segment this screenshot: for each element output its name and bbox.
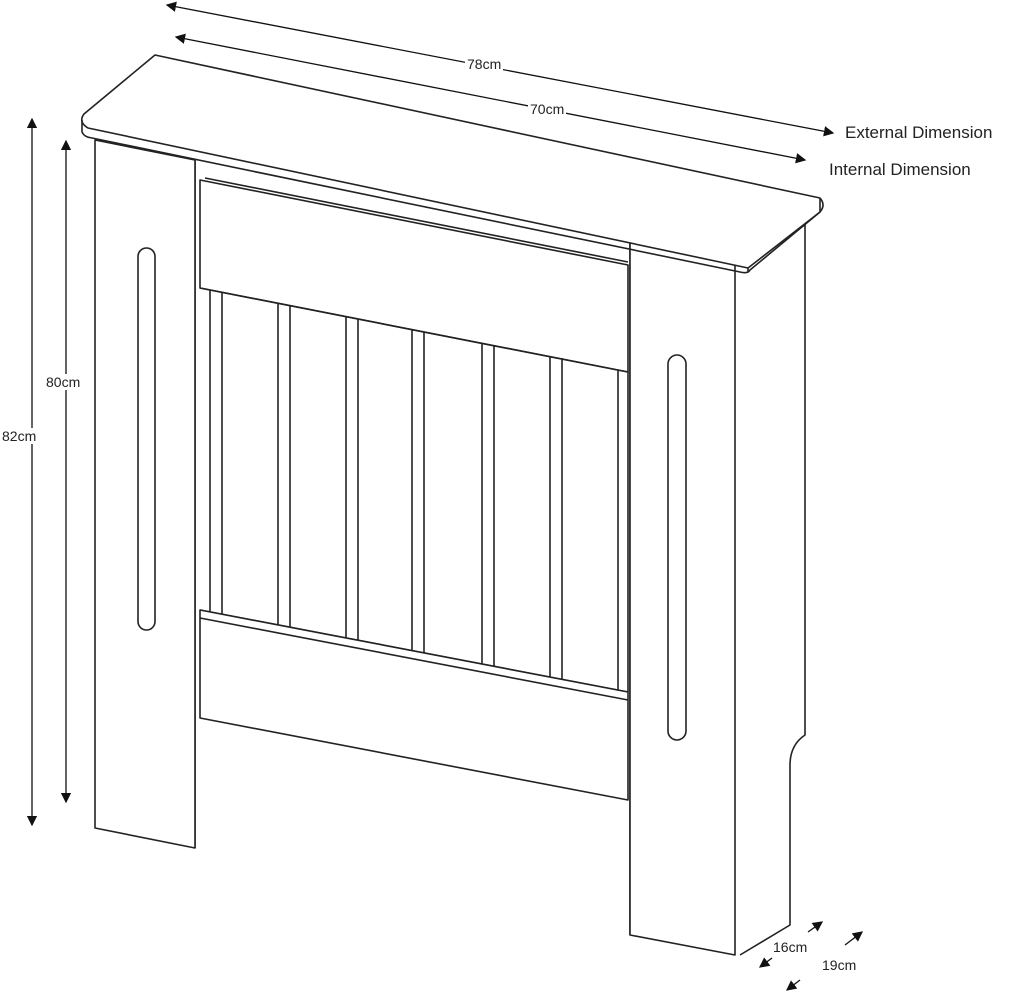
left-leg-slot bbox=[137, 247, 156, 631]
external-depth-arrow-b bbox=[785, 979, 801, 991]
slats bbox=[209, 290, 619, 690]
bottom-rail bbox=[199, 609, 629, 801]
internal-depth-arrow-a bbox=[807, 921, 824, 933]
external-width-label: 78cm bbox=[465, 56, 504, 72]
right-side-panel bbox=[734, 224, 806, 956]
internal-depth-arrow-b bbox=[758, 957, 773, 968]
legend-external: External Dimension bbox=[845, 123, 993, 142]
right-leg-slot bbox=[667, 354, 687, 741]
external-depth-arrow-a bbox=[844, 931, 864, 946]
internal-height-label: 80cm bbox=[44, 374, 83, 390]
external-height-label: 82cm bbox=[0, 428, 39, 444]
external-depth-label: 19cm bbox=[822, 957, 857, 973]
legend-internal: Internal Dimension bbox=[829, 160, 971, 179]
internal-depth-label: 16cm bbox=[773, 939, 808, 955]
internal-width-arrow bbox=[174, 33, 807, 164]
internal-width-label: 70cm bbox=[528, 101, 567, 117]
